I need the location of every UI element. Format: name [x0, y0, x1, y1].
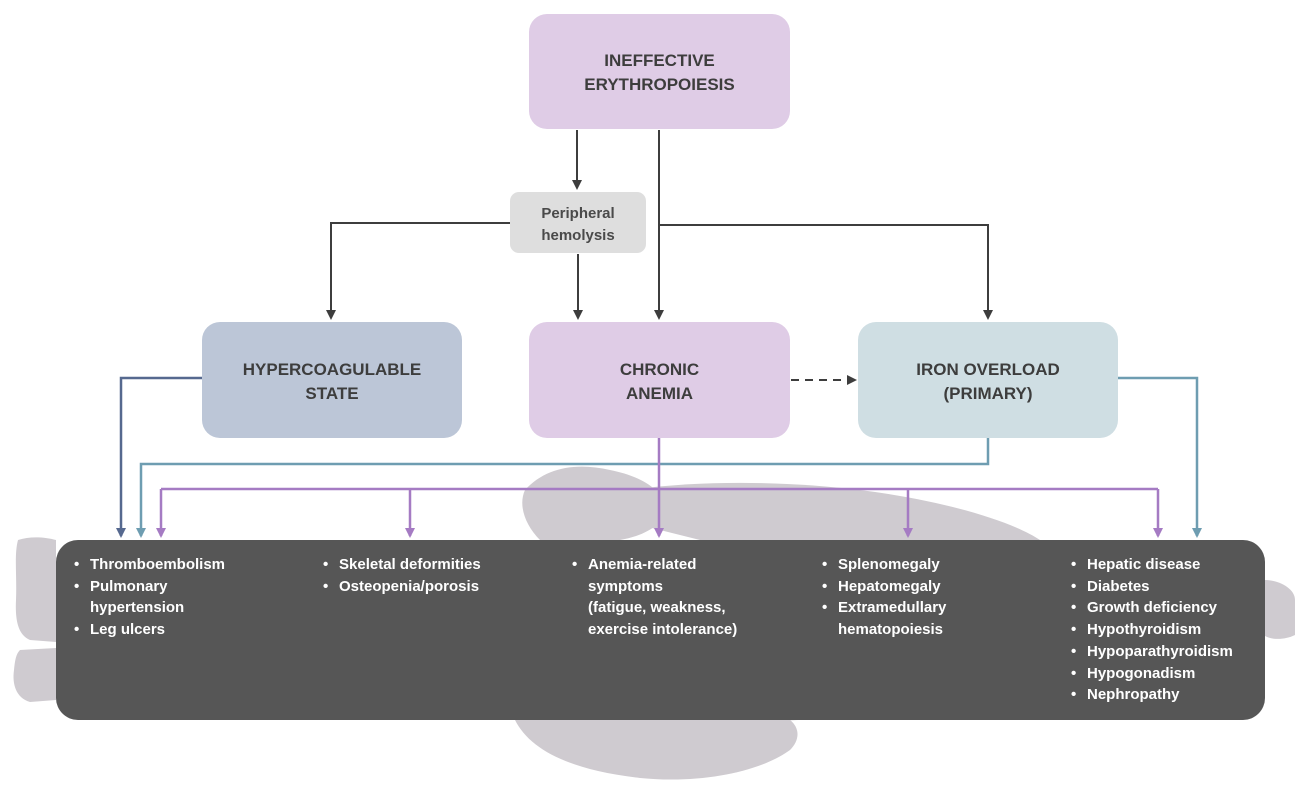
outcome-item: Thromboembolism	[72, 554, 302, 576]
node-box	[510, 192, 646, 253]
outcome-column-hypercoagulable: Thromboembolism Pulmonary hypertension L…	[72, 554, 302, 641]
outcome-item: Growth deficiency	[1069, 597, 1259, 619]
outcome-item: Pulmonary	[72, 576, 302, 598]
outcome-column-anemia: Anemia-related symptoms (fatigue, weakne…	[570, 554, 810, 641]
node-box	[529, 322, 790, 438]
outcome-item: Leg ulcers	[72, 619, 302, 641]
dark-connectors	[326, 130, 993, 385]
outcome-item: Skeletal deformities	[321, 554, 551, 576]
outcome-column-skeletal: Skeletal deformities Osteopenia/porosis	[321, 554, 551, 597]
node-hypercoagulable-state: HYPERCOAGULABLE STATE	[202, 322, 462, 438]
node-label-line-2: ANEMIA	[626, 384, 693, 403]
node-box	[202, 322, 462, 438]
silhouette-right-foot	[1265, 580, 1295, 639]
node-label-line-1: Peripheral	[541, 205, 614, 222]
silhouette-torso	[560, 482, 1040, 540]
node-box	[858, 322, 1118, 438]
outcome-item-continuation: hypertension	[90, 599, 185, 617]
arrow-iron-to-last-outcomes	[1118, 376, 1202, 538]
node-label-line-1: HYPERCOAGULABLE	[243, 360, 422, 379]
silhouette-left-arm	[15, 537, 56, 642]
node-label-line-2: ERYTHROPOIESIS	[584, 75, 735, 94]
outcome-item: Nephropathy	[1069, 684, 1259, 706]
iron-connectors	[136, 376, 1202, 538]
arrow-hemolysis-to-hypercoagulable	[326, 222, 512, 320]
outcome-item: Hypogonadism	[1069, 663, 1259, 685]
outcome-item: Hypoparathyroidism	[1069, 641, 1259, 663]
silhouette-left-hand	[13, 648, 56, 702]
anemia-connectors	[156, 438, 1163, 538]
outcome-item: Hepatic disease	[1069, 554, 1259, 576]
silhouette-hip	[515, 720, 798, 780]
outcome-item: Extramedullary	[820, 597, 1050, 619]
node-peripheral-hemolysis: Peripheral hemolysis	[510, 192, 646, 253]
node-iron-overload: IRON OVERLOAD (PRIMARY)	[858, 322, 1118, 438]
node-label-line-1: CHRONIC	[620, 360, 699, 379]
node-chronic-anemia: CHRONIC ANEMIA	[529, 322, 790, 438]
outcome-item: Osteopenia/porosis	[321, 576, 551, 598]
outcome-item: Hepatomegaly	[820, 576, 1050, 598]
body-silhouette	[13, 466, 1295, 780]
outcome-item: Hypothyroidism	[1069, 619, 1259, 641]
outcome-item-continuation: exercise intolerance)	[588, 621, 738, 639]
arrow-erythropoiesis-to-iron-overload	[659, 224, 993, 320]
node-label-line-1: INEFFECTIVE	[604, 51, 715, 70]
outcome-item-continuation: symptoms	[588, 577, 664, 595]
node-label-line-2: STATE	[305, 384, 358, 403]
node-label-line-2: hemolysis	[541, 227, 614, 244]
outcome-item: Splenomegaly	[820, 554, 1050, 576]
outcome-column-iron-overload: Hepatic disease Diabetes Growth deficien…	[1069, 554, 1259, 706]
outcome-column-organomegaly: Splenomegaly Hepatomegaly Extramedullary…	[820, 554, 1050, 641]
node-label-line-2: (PRIMARY)	[943, 384, 1032, 403]
node-box	[529, 14, 790, 129]
outcomes-panel: Thromboembolism Pulmonary hypertension L…	[56, 540, 1265, 720]
arrow-hypercoagulable-to-outcomes	[116, 376, 202, 538]
outcome-item-continuation: hematopoiesis	[838, 621, 944, 639]
outcome-item-continuation: (fatigue, weakness,	[588, 599, 726, 617]
arrow-iron-to-first-outcomes	[136, 438, 990, 538]
node-label-line-1: IRON OVERLOAD	[916, 360, 1060, 379]
outcome-item: Anemia-related	[570, 554, 810, 576]
outcome-item: Diabetes	[1069, 576, 1259, 598]
node-ineffective-erythropoiesis: INEFFECTIVE ERYTHROPOIESIS	[529, 14, 790, 129]
